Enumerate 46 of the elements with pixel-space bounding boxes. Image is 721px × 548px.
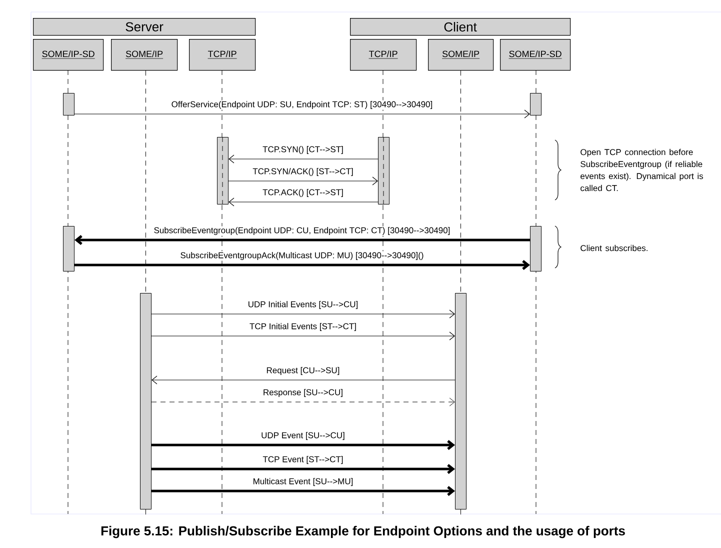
edge-label: UDP Initial Events [SU-->CU] (247, 300, 359, 310)
arrow (151, 332, 455, 340)
group-header: Server (33, 18, 256, 36)
edge-label: TCP.SYN/ACK() [ST-->CT] (252, 167, 354, 177)
participant-box: TCP/IP (189, 39, 256, 71)
edge-label: TCP.ACK() [CT-->ST] (262, 188, 344, 198)
edge-label: Response [SU-->CU] (262, 388, 344, 398)
participant-box: TCP/IP (350, 39, 417, 71)
arrow (152, 486, 455, 496)
activation-bar (217, 137, 228, 204)
arrow (228, 176, 378, 186)
arrow (151, 310, 455, 318)
arrow (152, 464, 455, 474)
activation-bar (378, 137, 390, 204)
activation-bar (455, 293, 466, 510)
edge-label: TCP.SYN() [CT-->ST] (262, 145, 344, 155)
participant-box: SOME/IP (111, 39, 178, 71)
arrow (74, 234, 530, 245)
arrow (228, 154, 378, 164)
edge-label: Request [CU-->SU] (265, 366, 341, 376)
edge-label: OfferService(Endpoint UDP: SU, Endpoint TCP: ST) [30490-->30490] (170, 100, 434, 110)
activation-bar (140, 293, 152, 510)
activation-bar (63, 226, 74, 272)
edge-label: TCP Event [ST-->CT] (262, 455, 344, 465)
note-text: Open TCP connection before SubscribeEventgroup (if reliable events exist). Dynamical port is called CT. (580, 148, 704, 192)
activation-bar (530, 226, 542, 272)
lifeline (460, 70, 461, 294)
edge-label: SubscribeEventgroupAck(Multicast UDP: MU) [30490-->30490]() (179, 251, 425, 261)
arrow (152, 440, 455, 450)
arrow (228, 198, 378, 206)
arrow (74, 110, 530, 118)
activation-bar (63, 93, 74, 116)
participant-box: SOME/IP (428, 39, 494, 71)
participant-box: SOME/IP-SD (33, 39, 104, 71)
note-text: Client subscribes. (580, 244, 648, 252)
group-header: Client (350, 18, 571, 36)
edge-label: Multicast Event [SU-->MU] (252, 477, 354, 487)
edge-label: TCP Initial Events [ST-->CT] (248, 322, 358, 332)
figure-caption: Figure 5.15: Publish/Subscribe Example for Endpoint Options and the usage of ports (101, 526, 625, 538)
arrow (152, 376, 456, 384)
activation-bar (530, 93, 542, 116)
edge-label: UDP Event [SU-->CU] (260, 431, 346, 441)
participant-box: SOME/IP-SD (500, 39, 571, 71)
arrow (74, 260, 530, 270)
edge-label: SubscribeEventgroup(Endpoint UDP: CU, Endpoint TCP: CT) [30490-->30490] (152, 226, 452, 236)
arrow (151, 398, 455, 406)
